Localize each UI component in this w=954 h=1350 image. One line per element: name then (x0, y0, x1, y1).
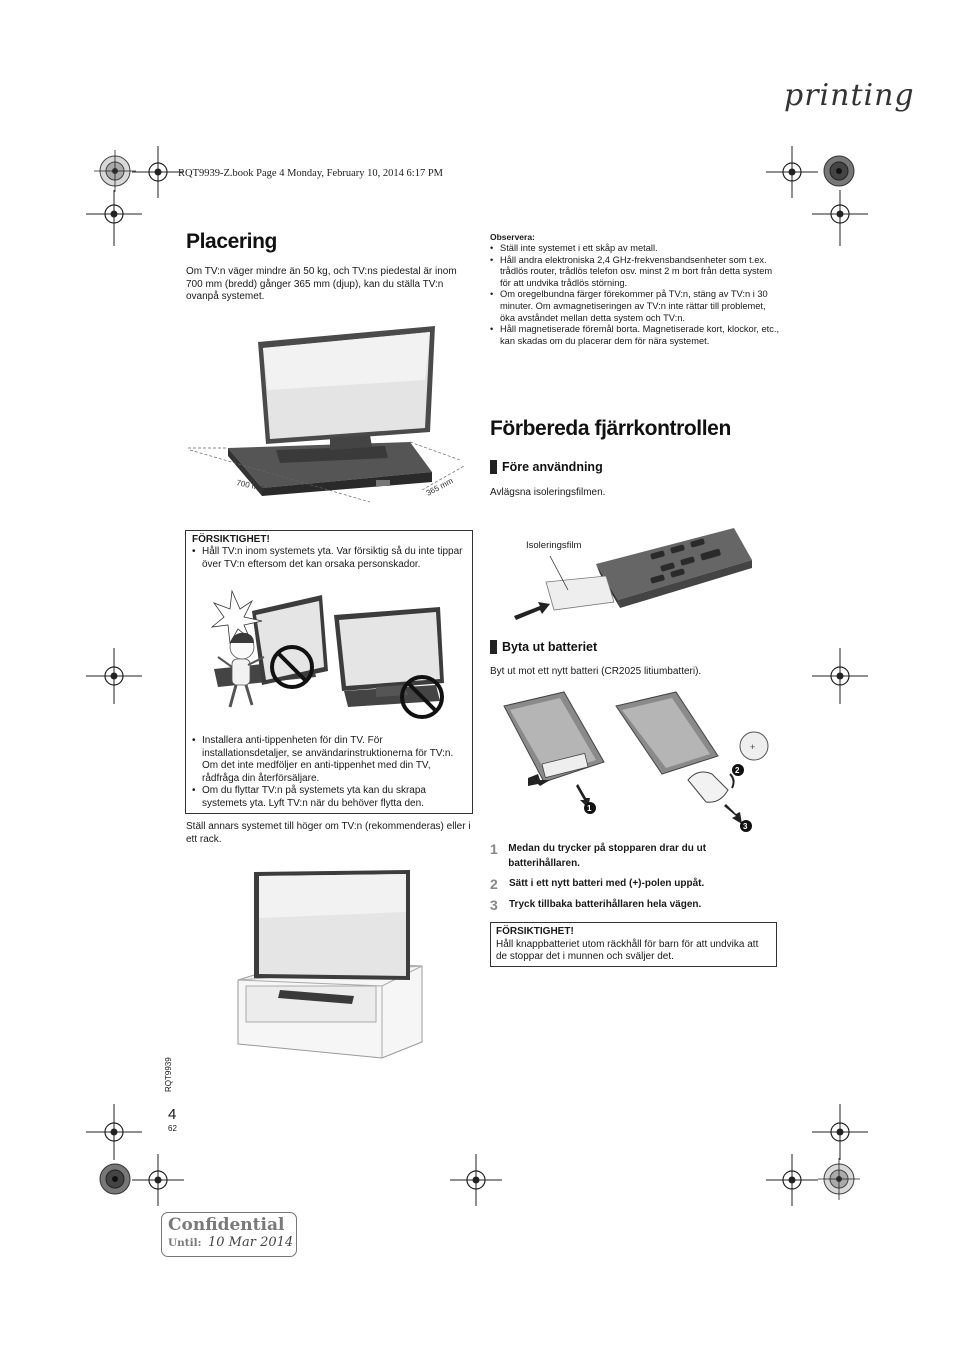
printing-watermark: printing (784, 78, 915, 113)
confidential-label: Confidential (168, 1215, 285, 1235)
svg-text:1: 1 (587, 804, 592, 813)
insulation-film-label: Isoleringsfilm (526, 540, 582, 551)
tv-on-rack-illustration (237, 870, 423, 1059)
battery-caution-box: FÖRSIKTIGHET! Håll knappbatteriet utom r… (490, 922, 777, 967)
crosshair-icon (766, 146, 818, 198)
until-label: Until: (168, 1237, 202, 1249)
observera-item: Håll andra elektroniska 2,4 GHz-frekvens… (488, 255, 780, 290)
remote-title: Förbereda fjärrkontrollen (490, 417, 731, 440)
observera-heading: Observera: (490, 232, 535, 242)
crosshair-icon (812, 648, 868, 704)
remote-insulation-film-illustration: Isoleringsfilm (514, 528, 752, 620)
tv-on-system-illustration: 700 mm 365 mm (188, 326, 465, 503)
step-number: 3 (490, 896, 498, 913)
battery-step: 3 Tryck tillbaka batterihållaren hela vä… (490, 898, 770, 913)
battery-heading: Byta ut batteriet (490, 640, 597, 654)
page-number: 4 (168, 1106, 177, 1123)
battery-text: Byt ut mot ett nytt batteri (CR2025 liti… (490, 666, 702, 677)
observera-item: Om oregelbundna färger förekommer på TV:… (488, 289, 780, 324)
caution-item: Håll TV:n inom systemets yta. Var försik… (190, 546, 466, 571)
before-use-heading: Före användning (490, 460, 603, 474)
before-use-heading-text: Före användning (502, 460, 603, 474)
crosshair-icon (86, 1104, 142, 1160)
battery-heading-text: Byta ut batteriet (502, 640, 598, 654)
placering-intro: Om TV:n väger mindre än 50 kg, och TV:ns… (186, 266, 457, 303)
page-sub-number: 62 (168, 1124, 177, 1133)
confidential-stamp: Confidential Until: 10 Mar 2014 (161, 1212, 297, 1257)
crosshair-icon (86, 190, 142, 246)
placering-title: Placering (186, 230, 277, 253)
svg-text:3: 3 (743, 822, 748, 831)
caution-item: Om du flyttar TV:n på systemets yta kan … (190, 785, 466, 810)
crosshair-icon (132, 1154, 184, 1206)
observera-list: Ställ inte systemet i ett skåp av metall… (488, 243, 780, 347)
confidential-date: 10 Mar 2014 (208, 1235, 294, 1250)
step-text: Medan du trycker på stopparen drar du ut… (508, 843, 707, 869)
heading-marker (490, 460, 497, 474)
caution-item: Installera anti-tippenheten för din TV. … (190, 735, 466, 785)
step-number: 2 (490, 876, 498, 892)
caution-box: FÖRSIKTIGHET! Håll TV:n inom systemets y… (185, 530, 473, 814)
rack-instruction: Ställ annars systemet till höger om TV:n… (186, 821, 471, 845)
crosshair-icon (812, 190, 868, 246)
crosshair-icon (812, 1104, 868, 1160)
step-text: Sätt i ett nytt batteri med (+)-polen up… (509, 878, 705, 889)
observera-item: Håll magnetiserade föremål borta. Magnet… (488, 324, 780, 347)
battery-step: 2 Sätt i ett nytt batteri med (+)-polen … (490, 877, 770, 892)
battery-steps: 1 Medan du trycker på stopparen drar du … (490, 842, 770, 912)
crosshair-icon (450, 1154, 502, 1206)
crosshair-icon (132, 146, 184, 198)
book-header-line: RQT9939-Z.book Page 4 Monday, February 1… (178, 168, 444, 179)
caution-heading: FÖRSIKTIGHET! (192, 534, 270, 545)
step-text: Tryck tillbaka batterihållaren hela väge… (509, 898, 702, 910)
caution-list-top: Håll TV:n inom systemets yta. Var försik… (190, 546, 466, 571)
registration-wheel-icon (99, 1163, 131, 1195)
crosshair-icon (86, 648, 142, 704)
heading-marker (490, 640, 497, 654)
svg-text:+: + (750, 742, 755, 752)
step-number: 1 (490, 841, 498, 857)
model-number-vertical: RQT9939 (164, 1057, 173, 1092)
battery-caution-text: Håll knappbatteriet utom räckhåll för ba… (496, 938, 759, 963)
battery-replacement-illustration: 1 + 2 3 (503, 691, 769, 832)
caution-list-bottom: Installera anti-tippenheten för din TV. … (190, 735, 466, 811)
registration-wheel-icon (823, 155, 855, 187)
battery-step: 1 Medan du trycker på stopparen drar du … (490, 842, 770, 871)
svg-text:2: 2 (735, 766, 740, 775)
registration-wheel-icon (94, 150, 136, 192)
registration-wheel-icon (818, 1158, 860, 1200)
crosshair-icon (766, 1154, 818, 1206)
tipping-warning-illustration (210, 589, 444, 719)
battery-caution-heading: FÖRSIKTIGHET! (496, 926, 574, 937)
observera-item: Ställ inte systemet i ett skåp av metall… (488, 243, 780, 255)
before-use-text: Avlägsna isoleringsfilmen. (490, 487, 606, 498)
